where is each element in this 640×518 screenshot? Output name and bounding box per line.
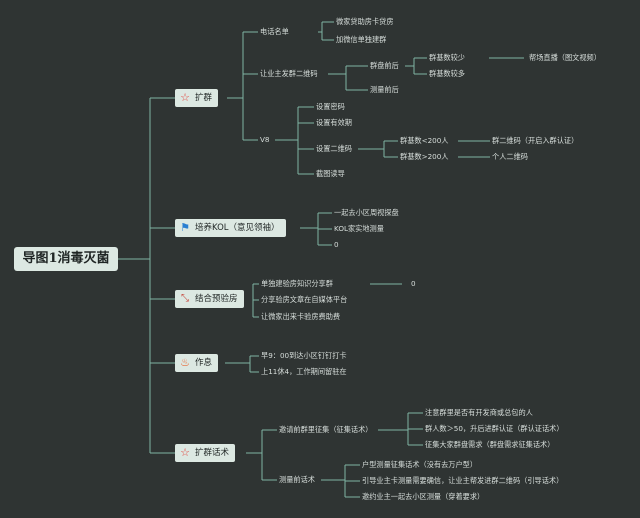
connector-icon: ⤡ <box>181 293 189 304</box>
topic[interactable]: 加微信单独建群 <box>336 35 387 44</box>
topic[interactable]: 测量前话术 <box>279 475 315 484</box>
branch-label: 结合预验房 <box>195 294 238 304</box>
topic[interactable]: 群基数<200人 <box>400 136 449 145</box>
star-icon: ☆ <box>180 91 190 104</box>
topic[interactable]: 设置密码 <box>316 102 345 111</box>
topic[interactable]: 测量前后 <box>370 85 399 94</box>
topic[interactable]: 群基数>200人 <box>400 152 449 161</box>
topic-phone-list[interactable]: 电话名单 <box>260 27 289 36</box>
branch-label: 作息 <box>195 358 213 368</box>
branch-label: 扩群 <box>195 93 213 103</box>
topic-owner-qr[interactable]: 让业主发群二维码 <box>260 69 318 78</box>
branch-label: 扩群话术 <box>195 448 230 458</box>
topic[interactable]: 一起去小区周视探盘 <box>334 208 399 217</box>
topic[interactable]: 个人二维码 <box>492 152 528 161</box>
topic[interactable]: 群人数＞50，升后进群认证（群认证话术） <box>425 424 564 433</box>
topic-v8[interactable]: V8 <box>260 135 270 144</box>
topic[interactable]: 群二维码（开启入群认证） <box>492 136 579 145</box>
topic[interactable]: 征集大家群盘需求（群盘需求征集话术） <box>425 440 555 449</box>
topic[interactable]: 0 <box>334 240 339 249</box>
branch-label: 培养KOL（意见领袖） <box>195 223 280 233</box>
flag-icon: ⚑ <box>180 221 190 234</box>
topic[interactable]: 注意群里是否有开发商或总包的人 <box>425 408 533 417</box>
topic[interactable]: 群基数较多 <box>429 69 465 78</box>
branch-group-scripts[interactable]: ☆ 扩群话术 <box>175 444 236 462</box>
topic[interactable]: 帮场直播（图文视频） <box>529 53 601 62</box>
topic[interactable]: 单独建验房知识分享群 <box>261 279 333 288</box>
topic[interactable]: 设置二维码 <box>316 144 352 153</box>
topic[interactable]: 让微家出来卡验房费助费 <box>261 312 341 321</box>
topic[interactable]: 邀约业主一起去小区测量（穿着要求） <box>362 492 485 501</box>
topic[interactable]: 邀请前群里征集（征集话术） <box>279 425 373 434</box>
topic[interactable]: 微家贷助房卡贷房 <box>336 17 394 26</box>
topic[interactable]: 0 <box>411 279 416 288</box>
topic[interactable]: 设置有效期 <box>316 118 352 127</box>
topic[interactable]: 户型测量征集话术（没有去万户型） <box>362 460 478 469</box>
star-icon: ☆ <box>180 446 190 459</box>
topic[interactable]: 群基数较少 <box>429 53 465 62</box>
topic[interactable]: 分享验房文章在自媒体平台 <box>261 295 348 304</box>
fire-icon: ♨ <box>180 356 190 369</box>
topic[interactable]: 截图读导 <box>316 169 345 178</box>
topic[interactable]: KOL家实地测量 <box>334 224 384 233</box>
topic[interactable]: 引导业主卡测量需要确信，让业主帮发进群二维码（引导话术） <box>362 476 564 485</box>
branch-pre-inspection[interactable]: ⤡ 结合预验房 <box>175 290 244 308</box>
branch-expand-group[interactable]: ☆ 扩群 <box>175 89 219 107</box>
branch-kol[interactable]: ⚑ 培养KOL（意见领袖） <box>175 219 286 237</box>
branch-schedule[interactable]: ♨ 作息 <box>175 354 219 372</box>
root-topic[interactable]: 导图1消毒灭菌 <box>14 247 118 271</box>
topic[interactable]: 上11休4，工作期间留驻在 <box>261 367 347 376</box>
topic[interactable]: 早9：00到达小区钉钉打卡 <box>261 351 347 360</box>
topic[interactable]: 群盘前后 <box>370 61 399 70</box>
